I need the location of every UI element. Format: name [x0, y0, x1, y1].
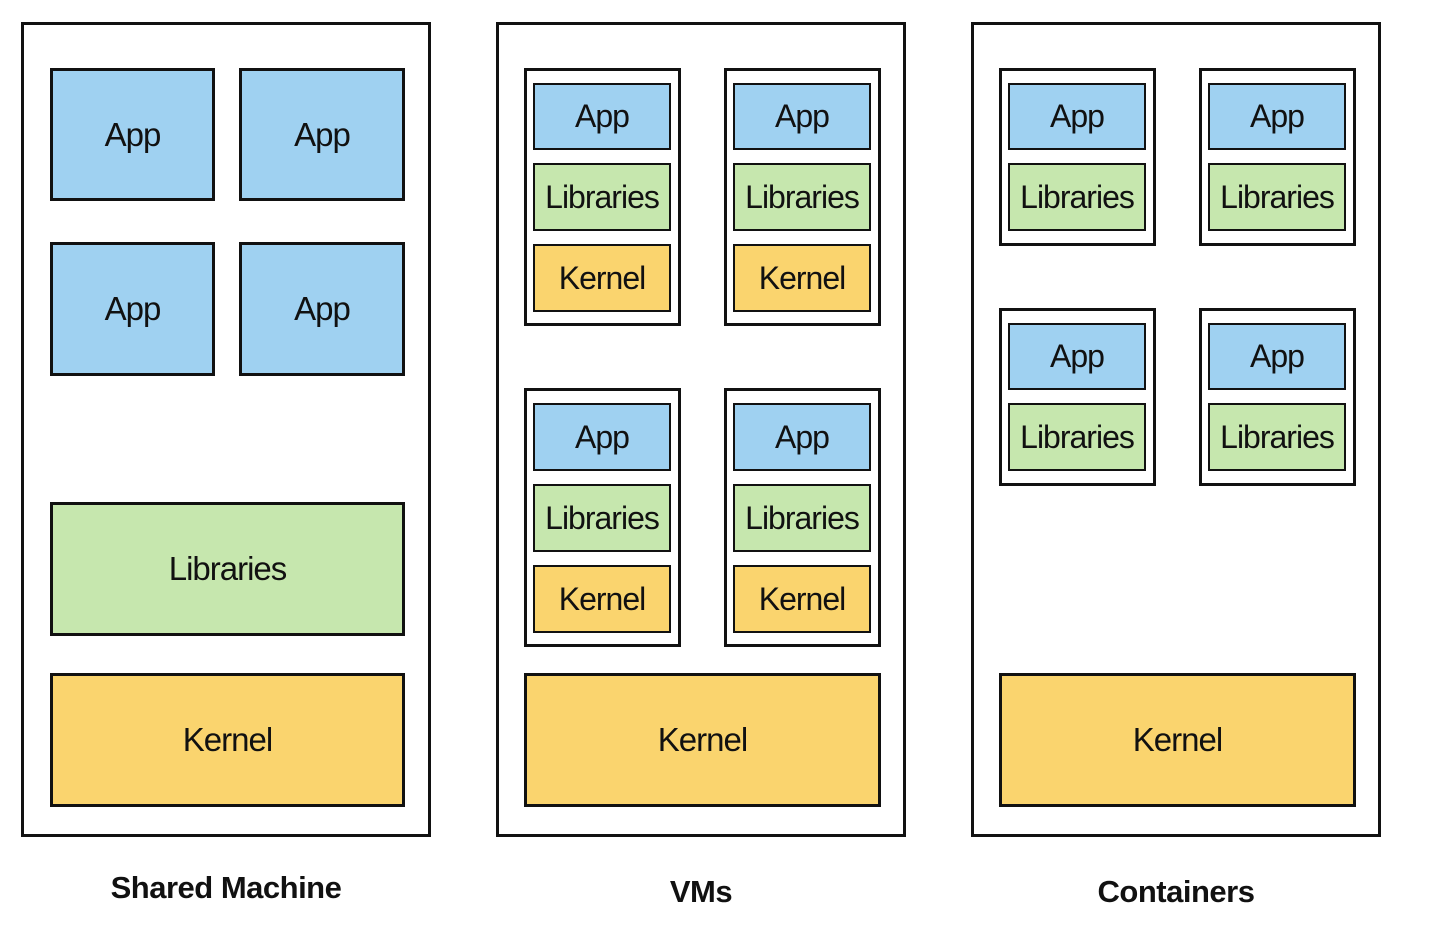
- libraries-block: Libraries: [1208, 403, 1346, 471]
- host-kernel-block: Kernel: [999, 673, 1356, 807]
- kernel-block: Kernel: [733, 565, 871, 633]
- container-frame: App Libraries: [999, 68, 1156, 246]
- app-block: App: [1008, 323, 1146, 390]
- libraries-block: Libraries: [733, 163, 871, 231]
- libraries-block: Libraries: [533, 484, 671, 552]
- container-frame: App Libraries: [1199, 68, 1356, 246]
- libraries-block: Libraries: [1008, 403, 1146, 471]
- vm-frame: App Libraries Kernel: [524, 68, 681, 326]
- app-block: App: [733, 83, 871, 150]
- app-block: App: [533, 403, 671, 471]
- app-block: App: [50, 242, 215, 376]
- vms-panel: App Libraries Kernel App Libraries Kerne…: [496, 22, 906, 837]
- containers-caption: Containers: [1097, 874, 1255, 909]
- app-block: App: [533, 83, 671, 150]
- vms-caption: VMs: [669, 874, 733, 909]
- app-block: App: [1208, 83, 1346, 150]
- kernel-block: Kernel: [533, 244, 671, 312]
- vm-frame: App Libraries Kernel: [724, 68, 881, 326]
- container-frame: App Libraries: [1199, 308, 1356, 486]
- app-block: App: [239, 68, 405, 201]
- vm-frame: App Libraries Kernel: [724, 388, 881, 647]
- shared-machine-caption: Shared Machine: [110, 870, 342, 905]
- app-block: App: [239, 242, 405, 376]
- host-kernel-block: Kernel: [524, 673, 881, 807]
- libraries-block: Libraries: [533, 163, 671, 231]
- app-block: App: [1208, 323, 1346, 390]
- libraries-block: Libraries: [50, 502, 405, 636]
- kernel-block: Kernel: [533, 565, 671, 633]
- app-block: App: [1008, 83, 1146, 150]
- vm-frame: App Libraries Kernel: [524, 388, 681, 647]
- kernel-block: Kernel: [733, 244, 871, 312]
- libraries-block: Libraries: [1208, 163, 1346, 231]
- app-block: App: [50, 68, 215, 201]
- libraries-block: Libraries: [733, 484, 871, 552]
- libraries-block: Libraries: [1008, 163, 1146, 231]
- app-block: App: [733, 403, 871, 471]
- kernel-block: Kernel: [50, 673, 405, 807]
- containers-panel: App Libraries App Libraries App Librarie…: [971, 22, 1381, 837]
- container-frame: App Libraries: [999, 308, 1156, 486]
- shared-machine-panel: App App App App Libraries Kernel: [21, 22, 431, 837]
